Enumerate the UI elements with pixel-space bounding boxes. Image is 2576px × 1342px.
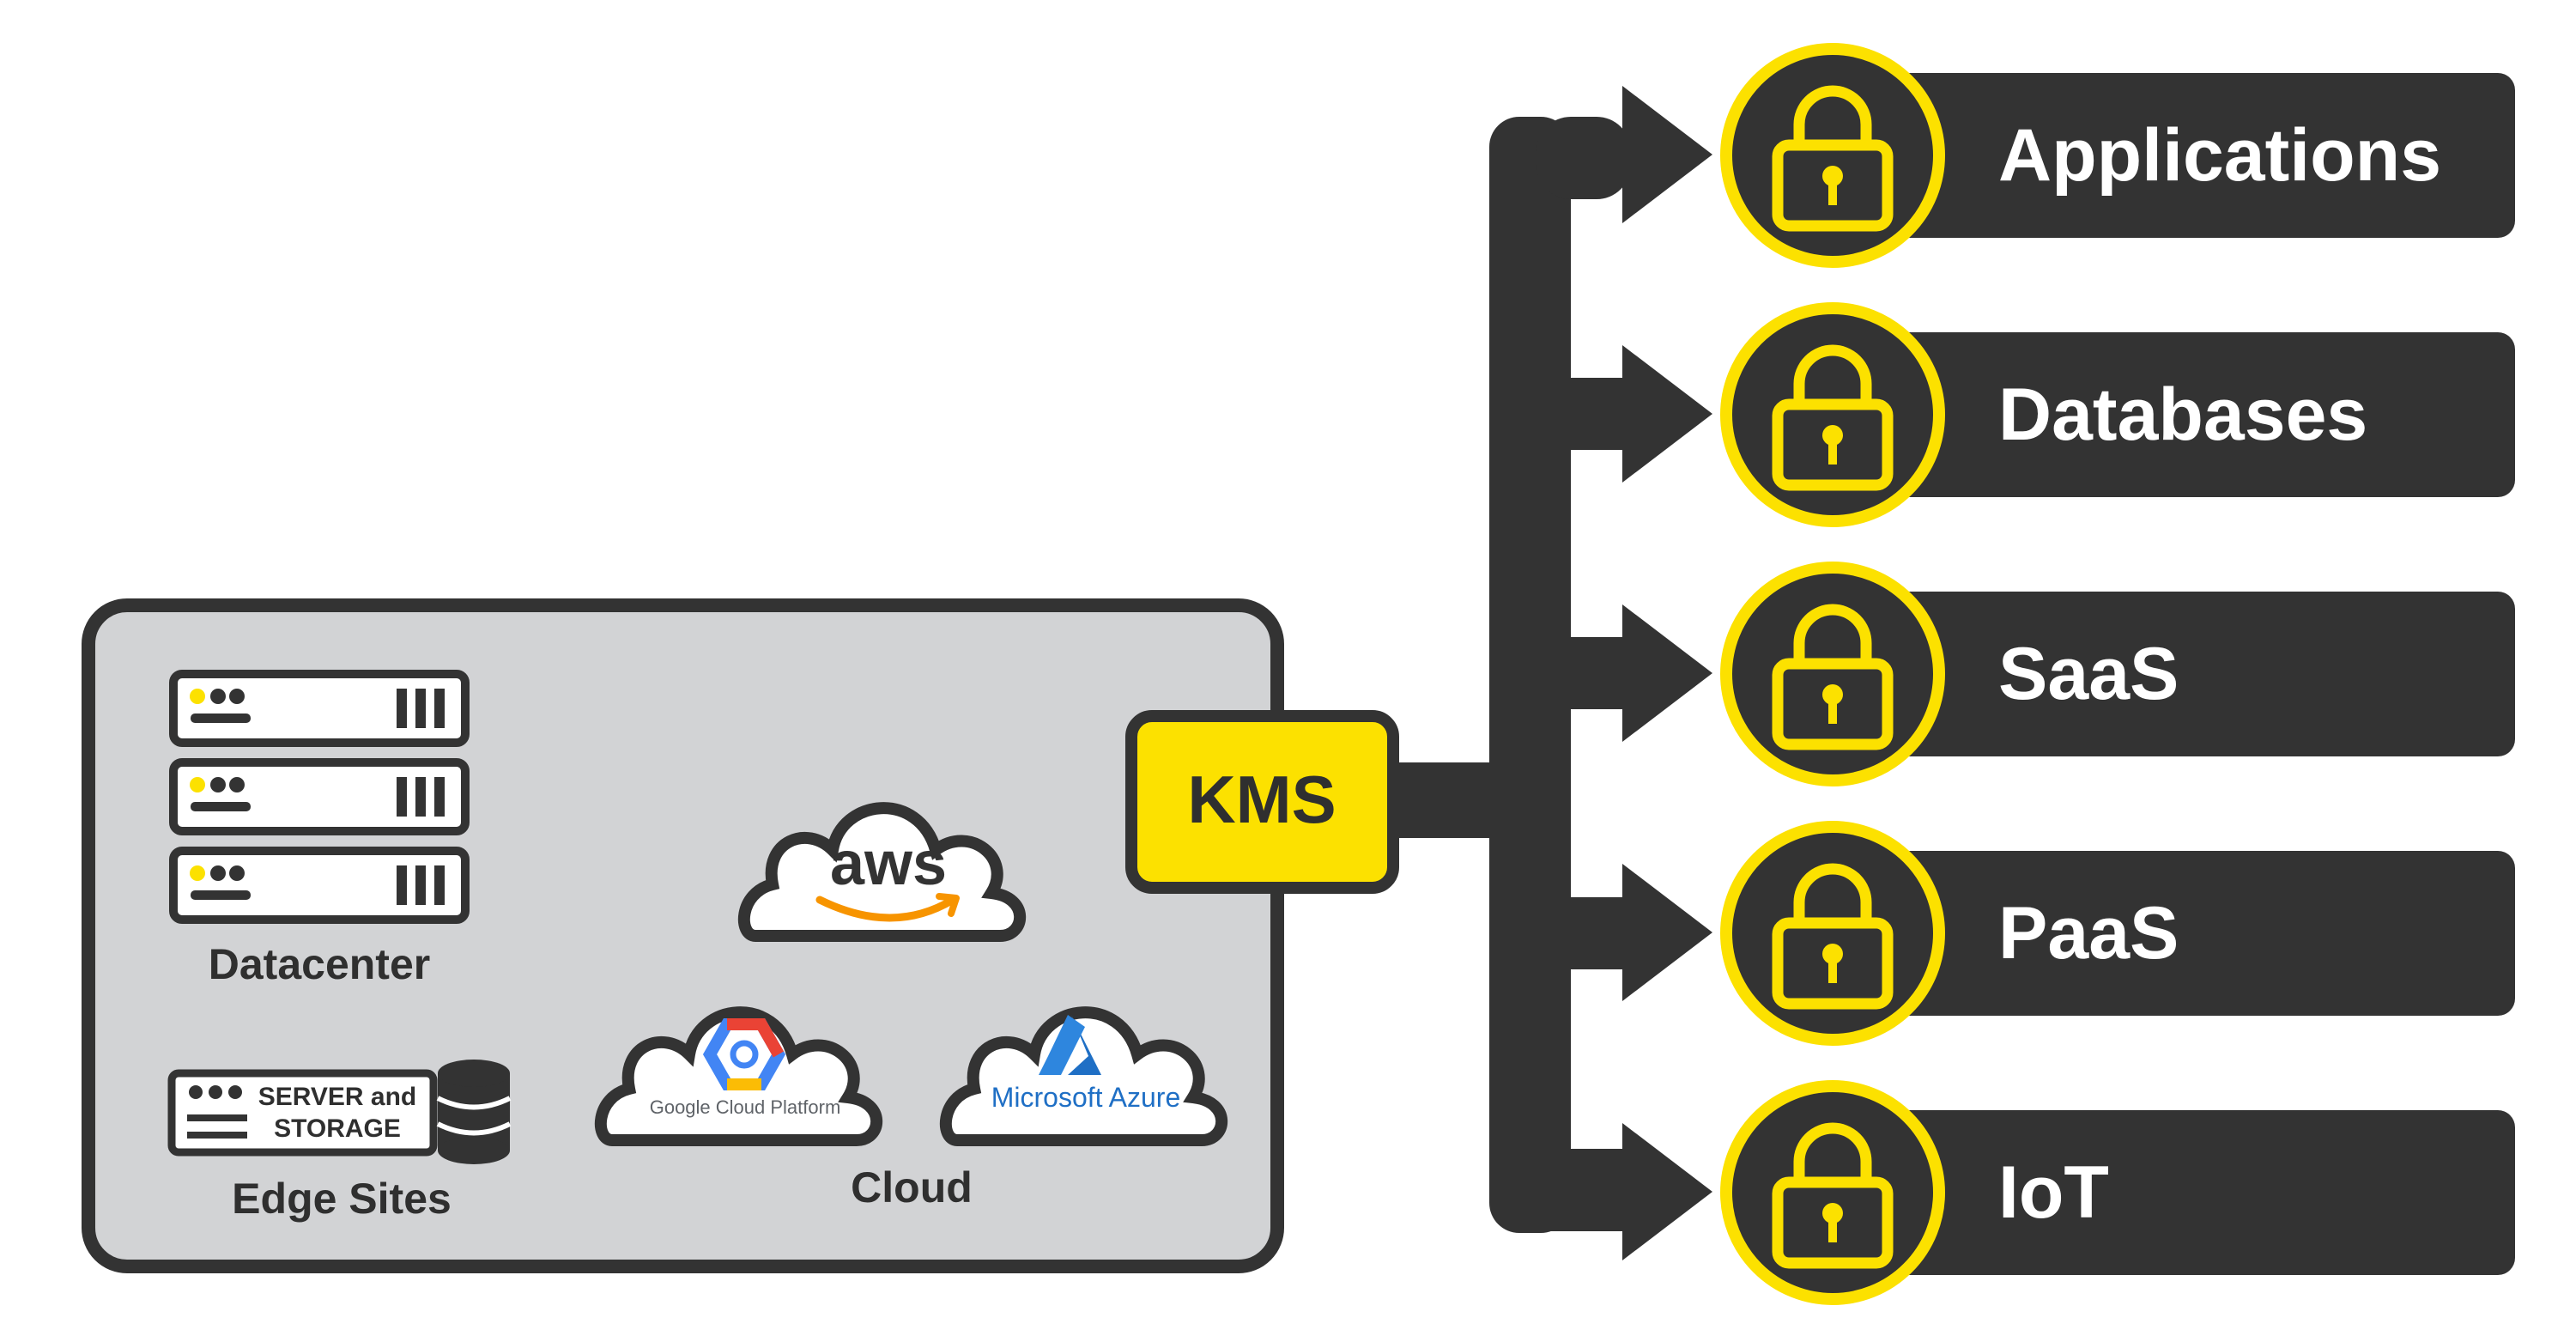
database-icon (436, 1060, 512, 1164)
connector-lines (1391, 117, 1631, 1233)
azure-logo-text: Microsoft Azure (991, 1082, 1181, 1113)
server-storage-label-line1: SERVER and (258, 1083, 417, 1111)
padlock-icon (1772, 863, 1894, 1010)
padlock-icon (1772, 344, 1894, 491)
azure-logo-icon (1039, 1015, 1101, 1075)
target-label: SaaS (1998, 633, 2179, 715)
target-bar (1888, 332, 2515, 497)
datacenter-servers-icon (169, 670, 470, 924)
arrow-heads (1622, 86, 1712, 1260)
server-storage-label-line2: STORAGE (274, 1114, 401, 1143)
aws-logo-text: aws (830, 829, 947, 898)
target-row-paas: PaaS (1720, 821, 2515, 1046)
target-row-applications: Applications (1720, 43, 2515, 268)
aws-smile-icon (815, 896, 957, 922)
kms-label: KMS (1187, 762, 1336, 837)
target-label: PaaS (1998, 892, 2179, 975)
target-bar (1888, 592, 2515, 756)
gcp-logo-text: Google Cloud Platform (650, 1096, 841, 1118)
datacenter-label: Datacenter (209, 940, 430, 988)
kms-box (1125, 710, 1399, 894)
target-label: Applications (1998, 114, 2441, 197)
gcp-hexagon-icon (702, 1018, 786, 1090)
target-label: Databases (1998, 373, 2367, 456)
target-row-saas: SaaS (1720, 562, 2515, 786)
target-bar (1888, 1110, 2515, 1275)
padlock-icon (1772, 85, 1894, 232)
target-row-iot: IoT (1720, 1080, 2515, 1305)
edge-sites-label: Edge Sites (232, 1175, 452, 1223)
target-label: IoT (1998, 1151, 2109, 1234)
target-bar (1888, 73, 2515, 238)
cloud-label: Cloud (851, 1163, 973, 1211)
target-row-databases: Databases (1720, 302, 2515, 527)
padlock-icon (1772, 1122, 1894, 1269)
target-bar (1888, 851, 2515, 1016)
edge-server-icon (167, 1069, 438, 1157)
padlock-icon (1772, 604, 1894, 750)
